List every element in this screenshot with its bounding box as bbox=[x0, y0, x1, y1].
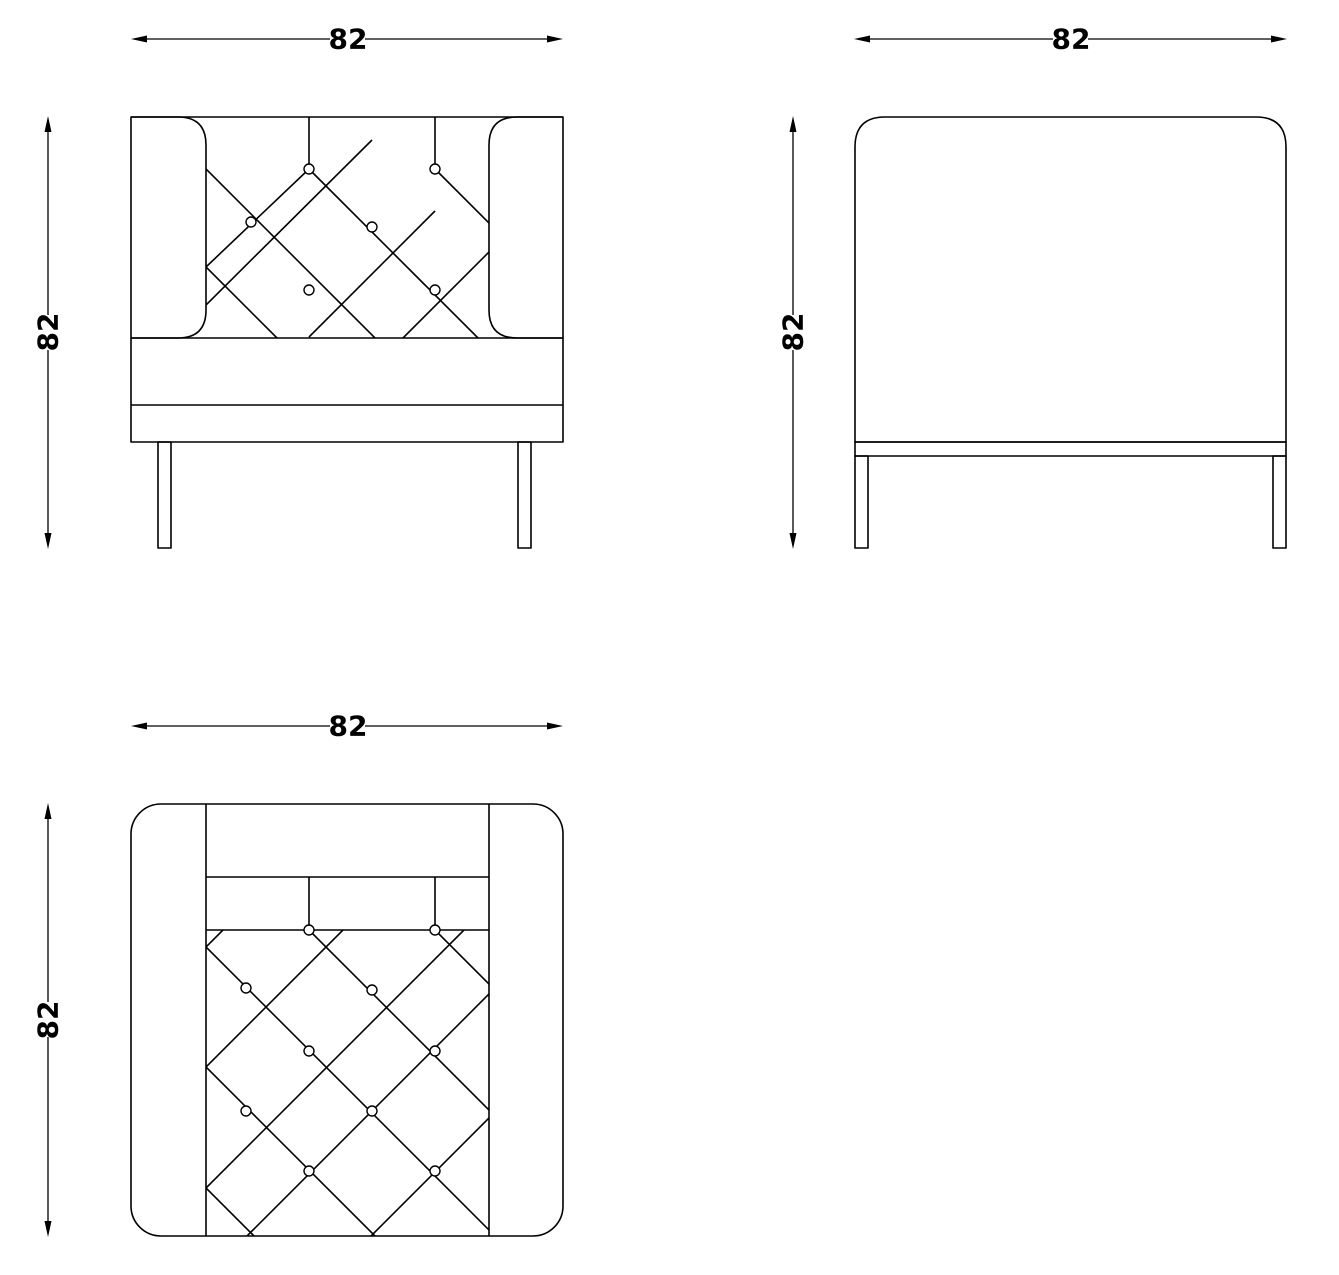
side-height-label: 82 bbox=[777, 313, 810, 352]
side-width-dimension: 82 bbox=[854, 23, 1287, 56]
front-width-dimension: 82 bbox=[131, 23, 563, 56]
side-left-leg bbox=[854, 455, 869, 549]
front-left-leg bbox=[157, 441, 172, 549]
front-right-arm bbox=[488, 116, 563, 339]
front-outline bbox=[130, 116, 564, 443]
front-tufted-back bbox=[206, 117, 489, 338]
top-depth-label: 82 bbox=[32, 1001, 65, 1040]
front-height-dimension: 82 bbox=[32, 116, 65, 549]
side-right-leg bbox=[1272, 455, 1287, 549]
top-tufted-seat bbox=[206, 924, 489, 1236]
top-width-dimension: 82 bbox=[131, 710, 563, 743]
front-left-arm bbox=[131, 116, 207, 339]
front-height-label: 82 bbox=[32, 313, 65, 352]
front-view: 82 82 bbox=[32, 23, 564, 549]
side-height-dimension: 82 bbox=[777, 116, 810, 549]
side-width-label: 82 bbox=[1052, 23, 1091, 56]
side-frame-rail bbox=[854, 441, 1287, 457]
top-depth-dimension: 82 bbox=[32, 803, 65, 1237]
front-right-leg bbox=[517, 441, 532, 549]
top-outline bbox=[130, 803, 564, 1237]
side-view: 82 82 bbox=[777, 23, 1287, 549]
top-view: 82 82 bbox=[32, 710, 564, 1237]
side-body bbox=[854, 116, 1287, 443]
front-width-label: 82 bbox=[329, 23, 368, 56]
top-width-label: 82 bbox=[329, 710, 368, 743]
